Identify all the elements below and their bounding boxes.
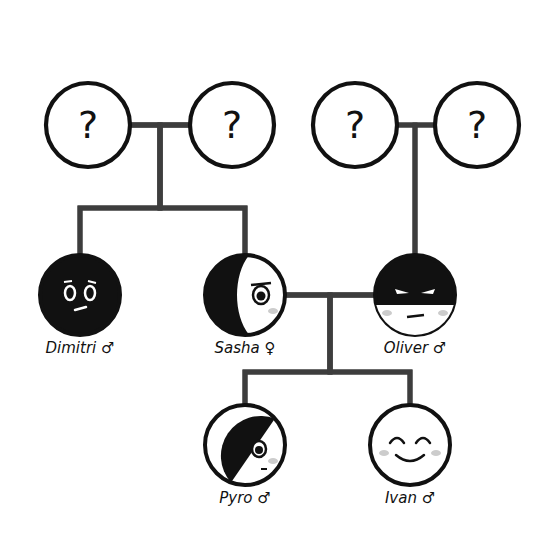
person-name: Dimitri ♂ [46, 339, 115, 357]
person-name: Ivan ♂ [385, 489, 435, 507]
family-line [398, 125, 415, 254]
unknown-mark: ? [310, 80, 400, 170]
unknown-person-circle: ? [187, 80, 277, 170]
unknown-mark: ? [43, 80, 133, 170]
person-name: Pyro ♂ [219, 489, 270, 507]
person-circle: Pyro ♂ [202, 402, 288, 488]
face-drawing [202, 402, 288, 488]
person-circle: Ivan ♂ [367, 402, 453, 488]
person-circle: Dimitri ♂ [37, 252, 123, 338]
person-circle: Oliver ♂ [372, 252, 458, 338]
unknown-person-circle: ? [43, 80, 133, 170]
person-circle: Sasha ♀ [202, 252, 288, 338]
person-name: Sasha ♀ [215, 339, 276, 357]
face-drawing [202, 252, 288, 338]
unknown-mark: ? [432, 80, 522, 170]
person-name: Oliver ♂ [384, 339, 447, 357]
face-drawing [367, 402, 453, 488]
unknown-mark: ? [187, 80, 277, 170]
face-drawing [372, 252, 458, 338]
family-line [415, 125, 434, 254]
unknown-person-circle: ? [432, 80, 522, 170]
face-drawing [37, 252, 123, 338]
unknown-person-circle: ? [310, 80, 400, 170]
